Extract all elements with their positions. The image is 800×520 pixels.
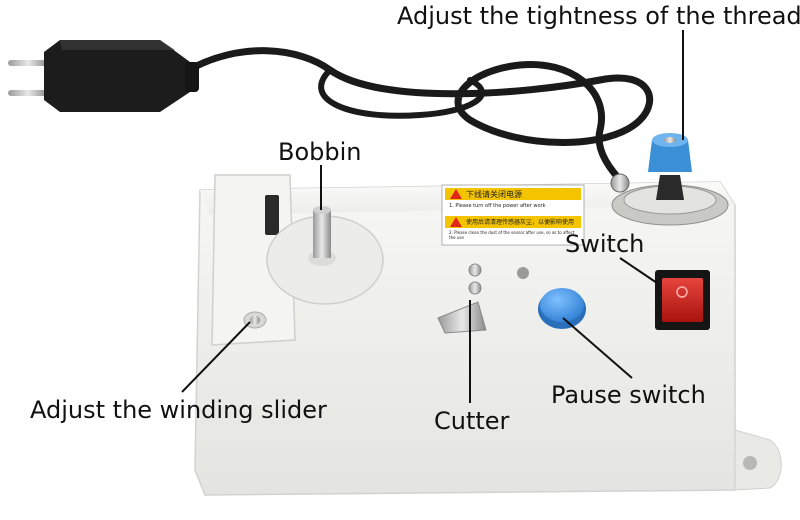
warning-line1-en: 1. Please turn off the power after work (449, 203, 546, 209)
callout-cutter: Cutter (434, 407, 510, 435)
warning-line2-en: 2. Please clean the dust of the sensor a… (449, 230, 575, 240)
callout-thread-tightness: Adjust the tightness of the thread (397, 2, 800, 30)
power-switch[interactable] (655, 270, 710, 330)
switch-off-symbol (676, 286, 688, 298)
callout-bobbin: Bobbin (278, 138, 362, 166)
power-cable (181, 47, 653, 189)
warning-label (441, 184, 585, 246)
sensor-led (517, 267, 529, 279)
warning-line2-cn: 使用后请清理传感器灰尘，以便影响使用 (466, 219, 575, 226)
mounting-hole (743, 456, 757, 470)
callout-switch: Switch (565, 230, 645, 258)
cutter[interactable] (437, 263, 487, 334)
leader-pause-switch (562, 317, 633, 379)
winding-slider-housing (211, 174, 296, 346)
bobbin-sensor-window (265, 195, 279, 235)
warning-line1-cn: 下线请关闭电源 (466, 190, 522, 199)
thread-tension-knob[interactable] (610, 133, 729, 226)
plug-pin-top (8, 60, 48, 66)
power-plug (8, 40, 199, 112)
winding-slider-screw (250, 315, 260, 325)
bobbin-spindle[interactable] (266, 206, 384, 305)
leader-switch (619, 257, 661, 286)
cable-grommet (610, 173, 630, 193)
callout-winding-slider: Adjust the winding slider (30, 396, 327, 424)
plug-pin-bottom (8, 90, 48, 96)
leader-winding-slider (181, 321, 251, 393)
pause-switch[interactable] (538, 288, 586, 329)
callout-pause-switch: Pause switch (551, 381, 706, 409)
callout-leaders (181, 30, 684, 403)
